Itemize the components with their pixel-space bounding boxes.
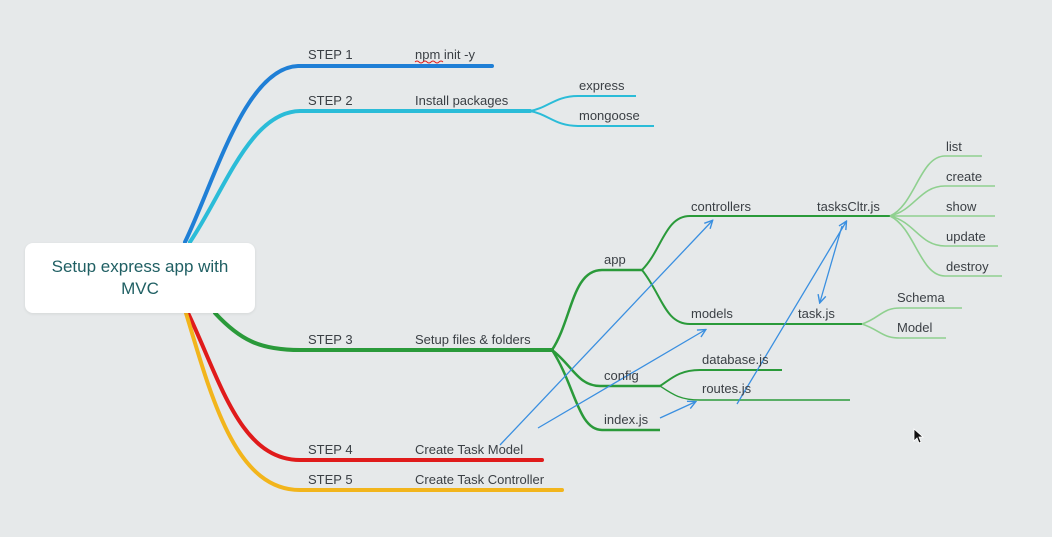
step2-task: Install packages — [415, 93, 509, 108]
arrow-step4-to-models — [537, 330, 705, 429]
step3-task: Setup files & folders — [415, 332, 531, 347]
model-branch — [861, 323, 946, 339]
action-update: update — [946, 229, 986, 244]
step5-label: STEP 5 — [308, 472, 353, 487]
step1-label: STEP 1 — [308, 47, 353, 62]
file-database: database.js — [702, 352, 769, 367]
database-branch — [659, 369, 782, 387]
folder-config: config — [604, 368, 639, 383]
destroy-branch — [889, 215, 1002, 277]
step1-task: npm init -y — [415, 47, 475, 62]
package-mongoose: mongoose — [579, 108, 640, 123]
config-branch — [551, 349, 660, 388]
model-part-model: Model — [897, 320, 933, 335]
spellcheck-underline — [414, 60, 444, 64]
step2-branch — [188, 109, 532, 244]
package-express: express — [579, 78, 625, 93]
root-node: Setup express app with MVC — [25, 243, 255, 313]
step1-branch — [183, 64, 494, 244]
model-part-schema: Schema — [897, 290, 945, 305]
create-branch — [889, 185, 995, 217]
action-list: list — [946, 139, 962, 154]
folder-models: models — [691, 306, 733, 321]
step2-label: STEP 2 — [308, 93, 353, 108]
routes-branch — [659, 385, 850, 401]
step4-branch — [186, 311, 544, 462]
file-tasks-controller: tasksCltr.js — [817, 199, 880, 214]
step3-branch — [213, 311, 554, 352]
file-task-model: task.js — [798, 306, 835, 321]
index-branch — [550, 349, 660, 432]
arrow-step4-to-controllers — [499, 221, 712, 446]
file-routes: routes.js — [702, 381, 752, 396]
app-branch — [550, 268, 642, 351]
arrow-index-to-routes — [659, 402, 695, 419]
list-branch — [889, 155, 982, 217]
action-show: show — [946, 199, 977, 214]
step3-label: STEP 3 — [308, 332, 353, 347]
schema-branch — [861, 307, 962, 325]
controllers-branch — [641, 215, 890, 271]
arrow-controller-to-task — [820, 225, 843, 302]
file-index: index.js — [604, 412, 649, 427]
folder-app: app — [604, 252, 626, 267]
step5-task: Create Task Controller — [415, 472, 545, 487]
step4-label: STEP 4 — [308, 442, 353, 457]
mouse-pointer-icon — [913, 428, 925, 444]
models-branch — [641, 269, 862, 325]
update-branch — [889, 215, 998, 247]
mongoose-branch — [529, 110, 654, 127]
root-title: Setup express app with MVC — [51, 257, 229, 298]
folder-controllers: controllers — [691, 199, 751, 214]
arrow-routes-to-controller — [736, 222, 846, 405]
step5-branch — [184, 311, 564, 492]
express-branch — [529, 95, 636, 112]
action-create: create — [946, 169, 982, 184]
action-destroy: destroy — [946, 259, 989, 274]
step4-task: Create Task Model — [415, 442, 523, 457]
